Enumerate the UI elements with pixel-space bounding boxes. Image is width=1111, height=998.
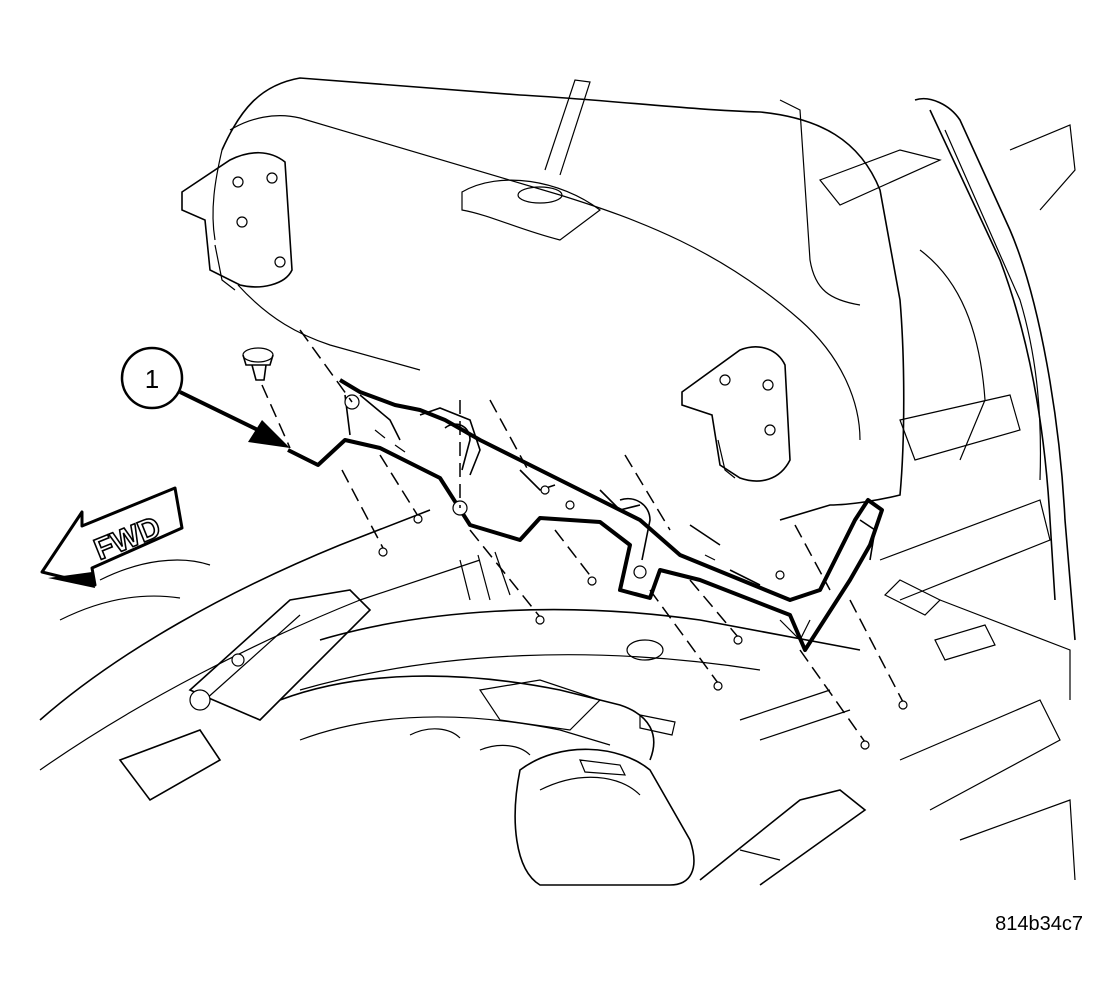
fwd-arrow-icon: [40, 486, 184, 587]
fwd-direction-arrow: FWD: [40, 486, 184, 588]
floor-pan: [39, 509, 996, 886]
installation-lines: [261, 329, 908, 750]
seat-back: [181, 77, 905, 521]
callout-circle: [120, 346, 184, 410]
fastener-bolt: [242, 347, 274, 381]
callout-arrowhead-icon: [248, 420, 290, 448]
callout-leader-line: [179, 390, 263, 434]
body-side-panel: [544, 79, 1076, 881]
callout-1: 1: [120, 346, 290, 448]
callout-number: 1: [145, 364, 159, 394]
figure-id: 814b34c7: [995, 913, 1083, 935]
fwd-arrow-shadow: [48, 572, 95, 588]
